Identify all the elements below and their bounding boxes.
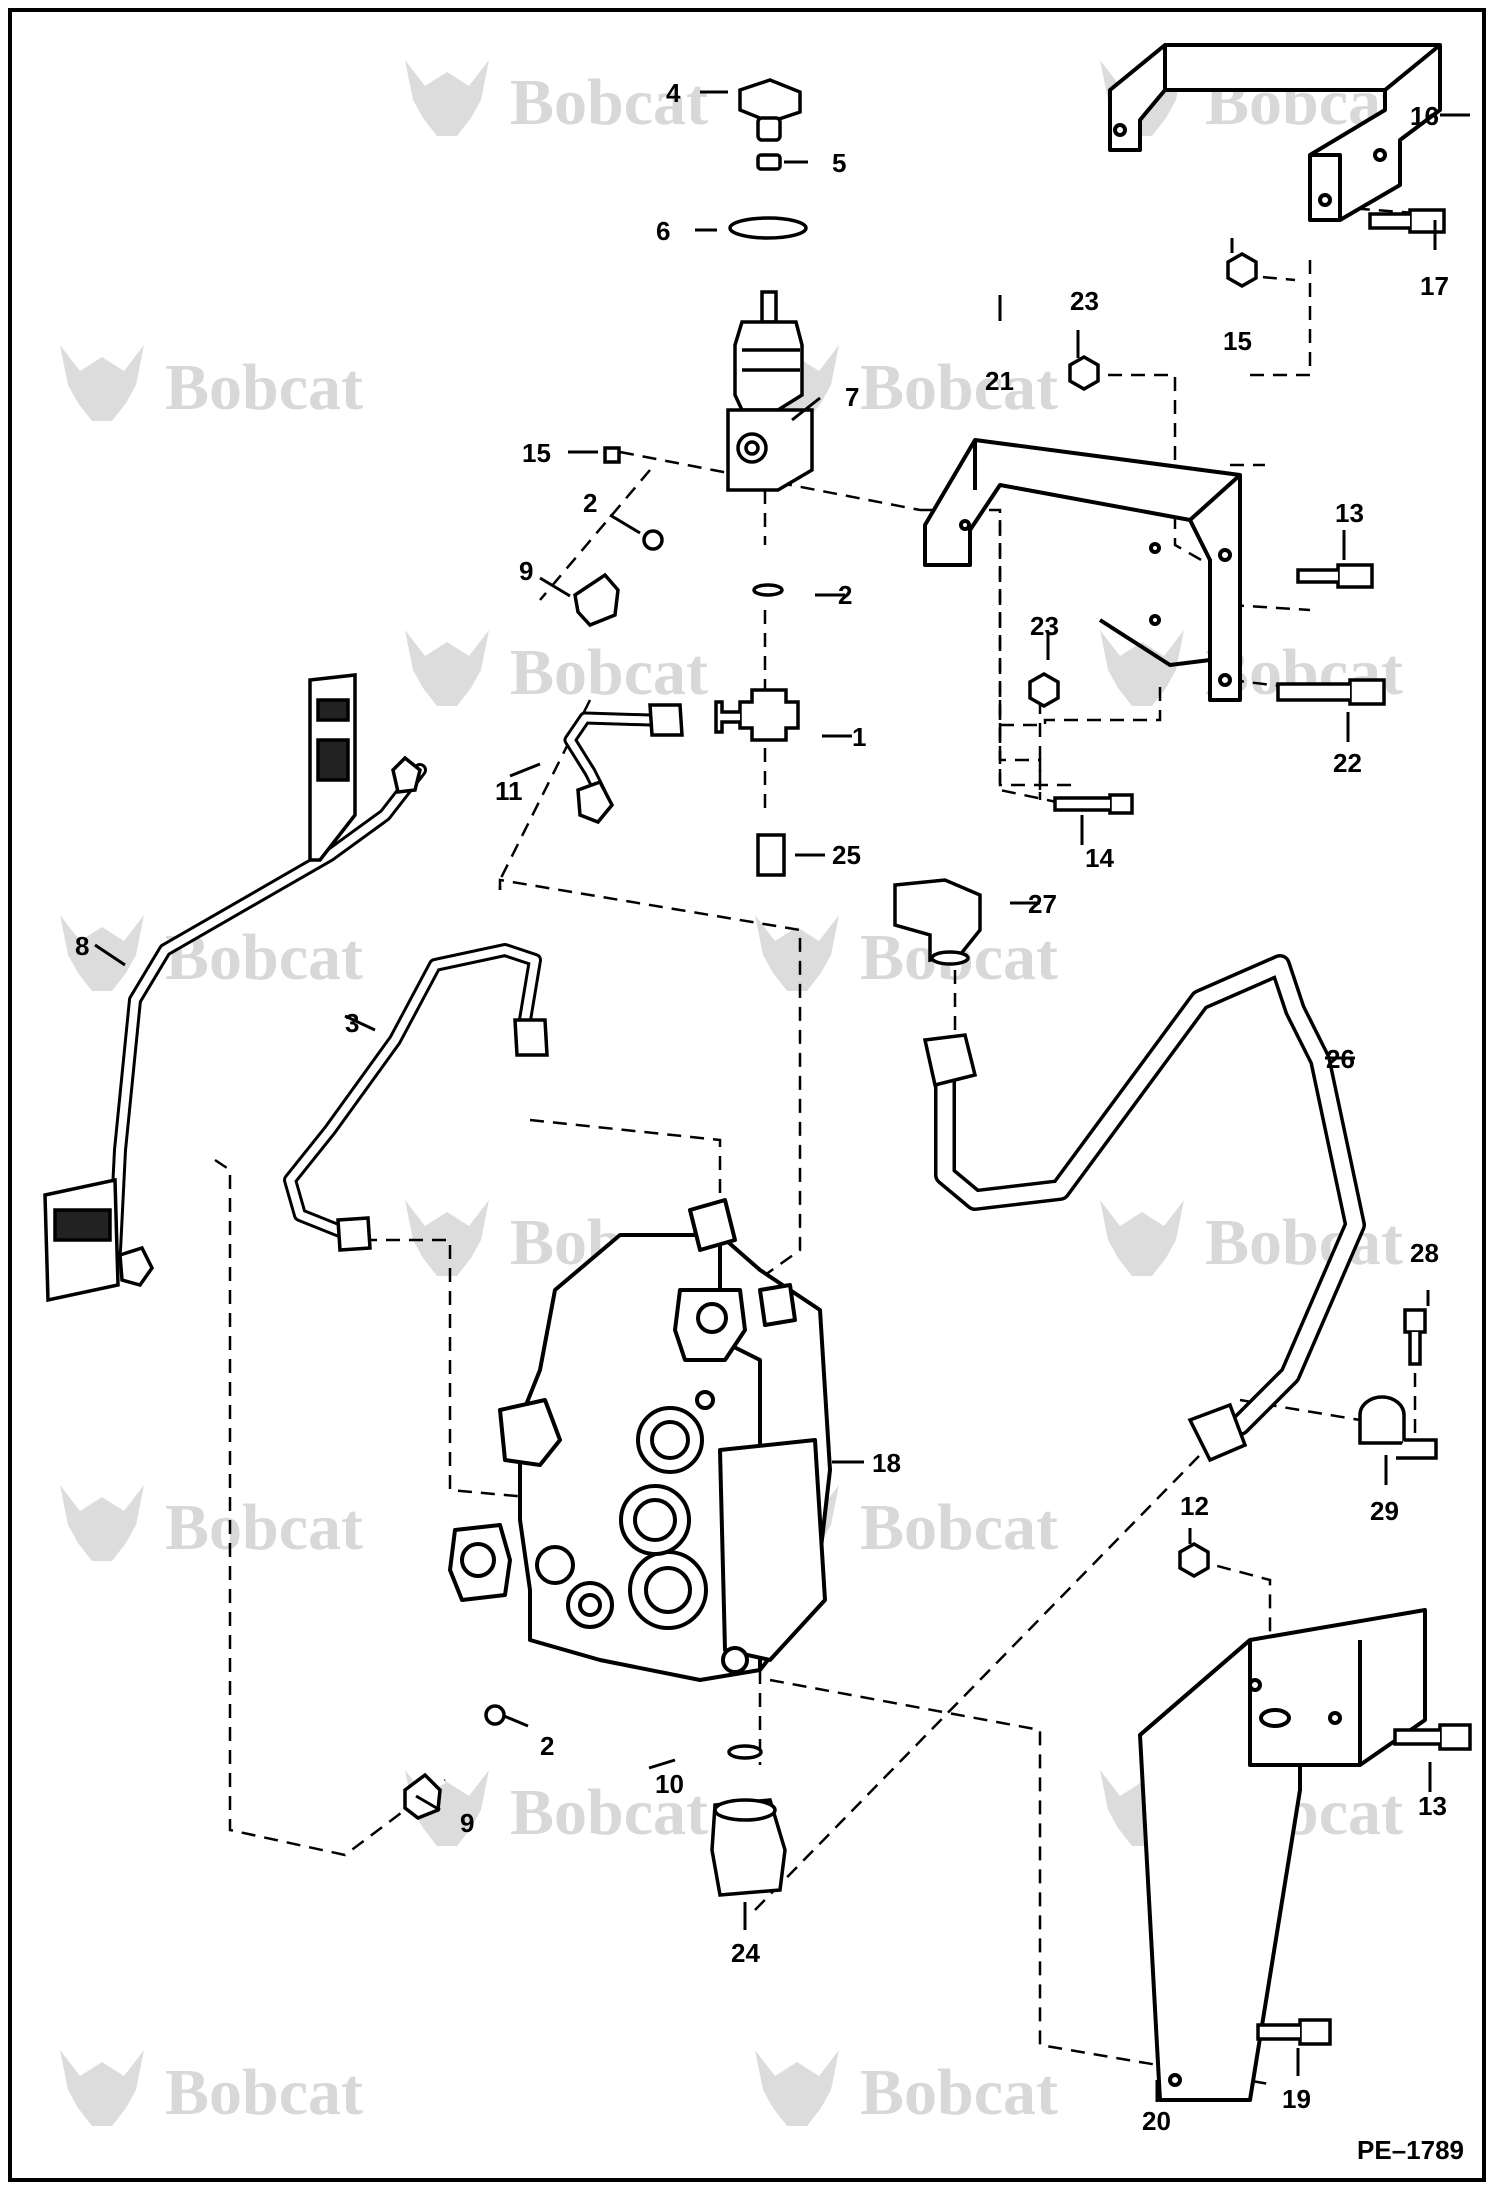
bolt-22 bbox=[1276, 678, 1386, 706]
callout-9b: 9 bbox=[460, 1808, 474, 1838]
valve-7-stem bbox=[760, 290, 778, 324]
watermark-text: Bobcat bbox=[510, 66, 708, 139]
callout-17: 17 bbox=[1420, 271, 1449, 301]
watermark-text: Bobcat bbox=[860, 1491, 1058, 1564]
cap-25 bbox=[756, 833, 786, 877]
callout-13b: 13 bbox=[1418, 1791, 1447, 1821]
callout-labels: 4 5 6 7 15 2 9 2 1 11 25 27 26 3 8 18 21… bbox=[75, 78, 1449, 2136]
watermark-text: Bobcat bbox=[510, 636, 708, 709]
cap-4-stem bbox=[756, 116, 782, 142]
o-ring-2c bbox=[484, 1704, 506, 1726]
callout-25: 25 bbox=[832, 840, 861, 870]
watermark-text: Bobcat bbox=[1205, 1206, 1403, 1279]
callout-12: 12 bbox=[1180, 1491, 1209, 1521]
bolt-17 bbox=[1368, 208, 1446, 234]
callout-5: 5 bbox=[832, 148, 846, 178]
watermark-layer: Bobcat Bobcat Bobcat Bobcat Bobcat Bobca… bbox=[60, 60, 1403, 2129]
callout-29: 29 bbox=[1370, 1496, 1399, 1526]
watermark-text: Bobcat bbox=[165, 2056, 363, 2129]
callout-7: 7 bbox=[845, 382, 859, 412]
bracket-21 bbox=[923, 438, 1242, 702]
nut-23b bbox=[1028, 671, 1060, 709]
watermark-text: Bobcat bbox=[165, 351, 363, 424]
nut-tube-26-bottom bbox=[1187, 1402, 1248, 1463]
callout-6: 6 bbox=[656, 216, 670, 246]
callout-13a: 13 bbox=[1335, 498, 1364, 528]
bolt-13b bbox=[1393, 1723, 1472, 1751]
washer-6 bbox=[728, 216, 808, 240]
elbow-24 bbox=[710, 1798, 787, 1897]
callout-22: 22 bbox=[1333, 748, 1362, 778]
nut-tube-8-top bbox=[391, 755, 422, 794]
valve-port-upper bbox=[498, 1398, 562, 1467]
valve-side-plate bbox=[718, 1438, 827, 1662]
callout-10: 10 bbox=[655, 1769, 684, 1799]
callout-14: 14 bbox=[1085, 843, 1114, 873]
tube-end-fittings bbox=[43, 673, 1248, 1463]
fitting-9a bbox=[573, 572, 620, 628]
nut-5 bbox=[756, 153, 782, 171]
callout-16: 16 bbox=[1410, 101, 1439, 131]
callout-1: 1 bbox=[852, 722, 866, 752]
callout-11: 11 bbox=[495, 776, 523, 806]
nut-tube-11-b bbox=[576, 779, 615, 825]
callout-26: 26 bbox=[1326, 1044, 1355, 1074]
clamp-29 bbox=[1358, 1395, 1438, 1460]
callout-23b: 23 bbox=[1030, 611, 1059, 641]
nut-tube-3-top bbox=[513, 1018, 549, 1057]
callout-9a: 9 bbox=[519, 556, 533, 586]
nut-tube-26-top bbox=[922, 1033, 978, 1088]
callout-15b: 15 bbox=[1223, 326, 1252, 356]
relief-valve-stack bbox=[573, 78, 814, 877]
callout-leaders bbox=[94, 90, 1470, 2102]
o-ring-10 bbox=[727, 1744, 763, 1760]
valve-7-block bbox=[726, 408, 814, 492]
callout-2a: 2 bbox=[583, 488, 597, 518]
callout-8: 8 bbox=[75, 931, 89, 961]
callout-19: 19 bbox=[1282, 2084, 1311, 2114]
bolt-14 bbox=[1053, 793, 1134, 815]
nut-23a bbox=[1068, 354, 1100, 392]
callout-3: 3 bbox=[345, 1008, 359, 1038]
callout-2b: 2 bbox=[838, 580, 852, 610]
bolt-28 bbox=[1403, 1308, 1427, 1366]
hardware bbox=[1028, 208, 1472, 2046]
watermark-text: Bobcat bbox=[860, 2056, 1058, 2129]
nut-tube-11-a bbox=[648, 703, 684, 737]
lower-fittings bbox=[403, 1704, 787, 1897]
cap-4 bbox=[738, 78, 802, 124]
bolt-19 bbox=[1256, 2018, 1332, 2046]
nut-12 bbox=[1178, 1541, 1210, 1579]
nut-tube-8-bottom bbox=[118, 1245, 155, 1288]
callout-24: 24 bbox=[731, 1938, 760, 1968]
bolt-13a bbox=[1296, 563, 1374, 589]
callout-20: 20 bbox=[1142, 2106, 1171, 2136]
o-ring-2b bbox=[752, 583, 784, 597]
clip-15a bbox=[603, 446, 621, 464]
nut-tube-3-bottom bbox=[336, 1216, 372, 1252]
bracket-20 bbox=[1138, 1608, 1427, 2102]
hydraulic-tubes bbox=[108, 711, 1366, 1436]
callout-18: 18 bbox=[872, 1448, 901, 1478]
callout-28: 28 bbox=[1410, 1238, 1439, 1268]
bracket-16 bbox=[1108, 43, 1442, 222]
callout-15a: 15 bbox=[522, 438, 551, 468]
o-ring-2a bbox=[642, 529, 664, 551]
callout-23a: 23 bbox=[1070, 286, 1099, 316]
watermark-text: Bobcat bbox=[860, 351, 1058, 424]
control-valve-18 bbox=[448, 1198, 832, 1682]
callout-2c: 2 bbox=[540, 1731, 554, 1761]
callout-4: 4 bbox=[666, 78, 681, 108]
watermark-text: Bobcat bbox=[510, 1776, 708, 1849]
document-id: PE–1789 bbox=[1357, 2135, 1464, 2165]
callout-27: 27 bbox=[1028, 889, 1057, 919]
valve-7-body bbox=[733, 320, 804, 412]
callout-21: 21 bbox=[985, 366, 1014, 396]
watermark-text: Bobcat bbox=[165, 1491, 363, 1564]
tee-fitting-1 bbox=[738, 688, 800, 742]
nut-15b bbox=[1226, 251, 1258, 289]
